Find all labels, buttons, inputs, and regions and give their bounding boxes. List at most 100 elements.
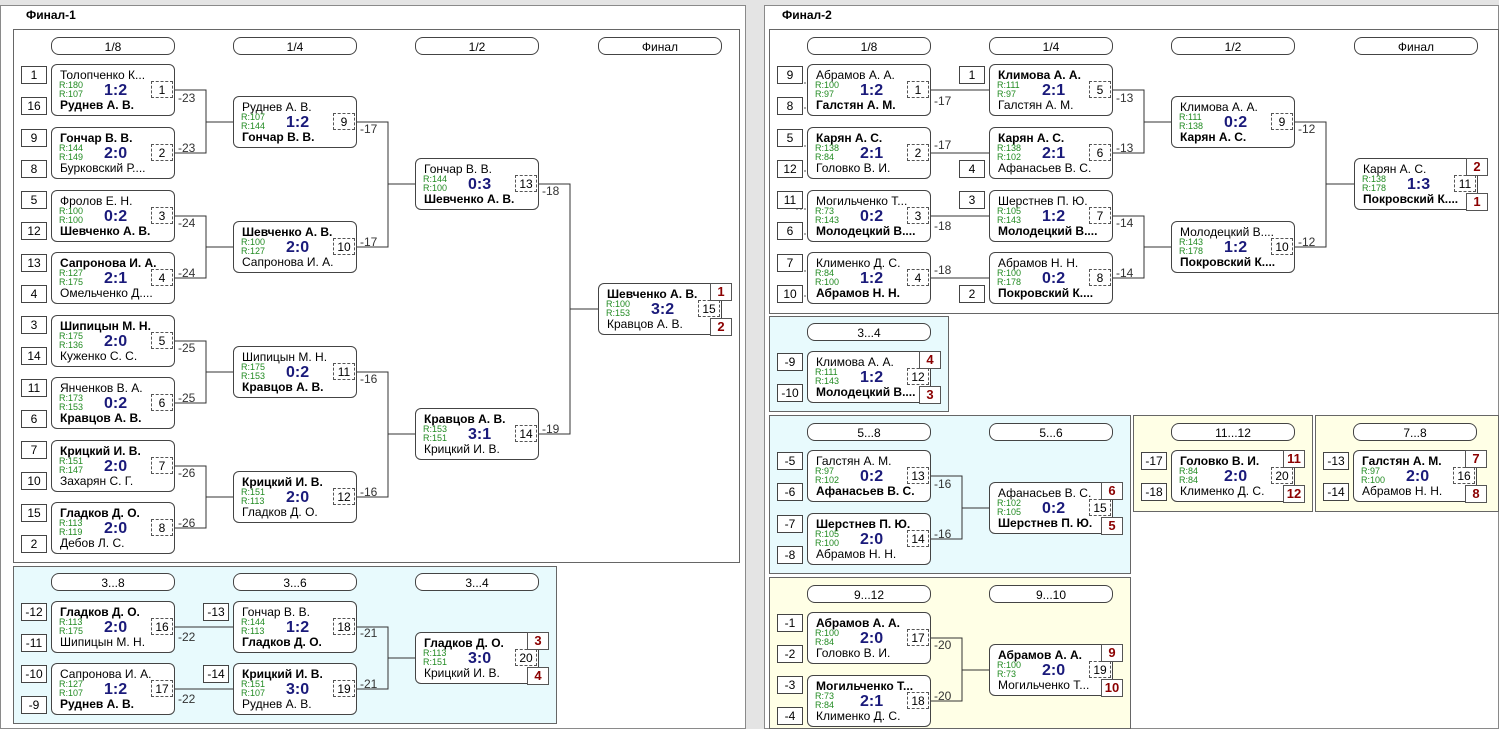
round-header-3-6[interactable]: 3...6 [233, 573, 357, 591]
match-number: 17 [907, 629, 929, 646]
round-header-1-4[interactable]: 1/4 [233, 37, 357, 55]
match-score: 2:0 [286, 239, 310, 256]
loser-label: -13 [1116, 141, 1134, 155]
match-score: 2:1 [860, 145, 884, 162]
round-header-1-8[interactable]: 1/8 [51, 37, 175, 55]
round-header-5-8-r[interactable]: 5...8 [807, 423, 931, 441]
player-2: Клименко Д. С. [816, 709, 901, 723]
player-2: Крицкий И. В. [424, 666, 500, 680]
match-number: 11 [333, 363, 355, 380]
round-header-1-2-r[interactable]: 1/2 [1171, 37, 1295, 55]
round-header-5-6-r[interactable]: 5...6 [989, 423, 1113, 441]
round-header-1-4-r[interactable]: 1/4 [989, 37, 1113, 55]
round-header-9-12-r[interactable]: 9...12 [807, 585, 931, 603]
player-2: Головко В. И. [816, 161, 891, 175]
round-header-3-8[interactable]: 3...8 [51, 573, 175, 591]
round-header-final[interactable]: Финал [598, 37, 722, 55]
match-score: 1:3 [1407, 176, 1431, 193]
seed-box: 12 [777, 160, 803, 178]
place-badge: 7 [1465, 450, 1487, 468]
seed-box: 7 [777, 254, 803, 272]
place-badge: 6 [1101, 482, 1123, 500]
round-header-1-8-r[interactable]: 1/8 [807, 37, 931, 55]
final2-title: Финал-2 [782, 8, 832, 22]
round-header-7-8-r[interactable]: 7...8 [1353, 423, 1477, 441]
seed-box: -13 [203, 603, 229, 621]
rating-1: R:144 [59, 143, 84, 153]
round-header-3-4-r[interactable]: 3...4 [807, 323, 931, 341]
match-number: 14 [907, 530, 929, 547]
final1-title: Финал-1 [26, 8, 76, 22]
round-header-final-r[interactable]: Финал [1354, 37, 1478, 55]
rating-2: R:105 [997, 507, 1022, 517]
rating-2: R:97 [815, 89, 835, 99]
player-2: Абрамов Н. Н. [816, 286, 901, 300]
player-2: Шевченко А. В. [424, 192, 515, 206]
round-header-1-2[interactable]: 1/2 [415, 37, 539, 55]
loser-label: -14 [1116, 266, 1134, 280]
match-number: 1 [151, 81, 173, 98]
round-header-9-10-r[interactable]: 9...10 [989, 585, 1113, 603]
seed-box: -9 [21, 696, 47, 714]
seed-box: 4 [21, 285, 47, 303]
player-2: Клименко Д. С. [1180, 484, 1265, 498]
round-header-11-12-r[interactable]: 11...12 [1171, 423, 1295, 441]
rating-2: R:175 [59, 277, 84, 287]
seed-box: 9 [21, 129, 47, 147]
loser-label: -19 [542, 422, 560, 436]
match-score: 0:3 [468, 176, 492, 193]
player-2: Шерстнев П. Ю. [998, 516, 1093, 530]
rating-1: R:100 [815, 80, 840, 90]
rating-2: R:153 [606, 308, 631, 318]
match-score: 2:0 [1042, 662, 1066, 679]
round-header-3-4[interactable]: 3...4 [415, 573, 539, 591]
match-number: 8 [151, 519, 173, 536]
rating-2: R:107 [241, 688, 266, 698]
rating-1: R:113 [423, 648, 447, 658]
player-2: Руднев А. В. [242, 697, 312, 711]
player-2: Шевченко А. В. [60, 224, 151, 238]
rating-2: R:127 [241, 246, 266, 256]
seed-box: 10 [777, 285, 803, 303]
